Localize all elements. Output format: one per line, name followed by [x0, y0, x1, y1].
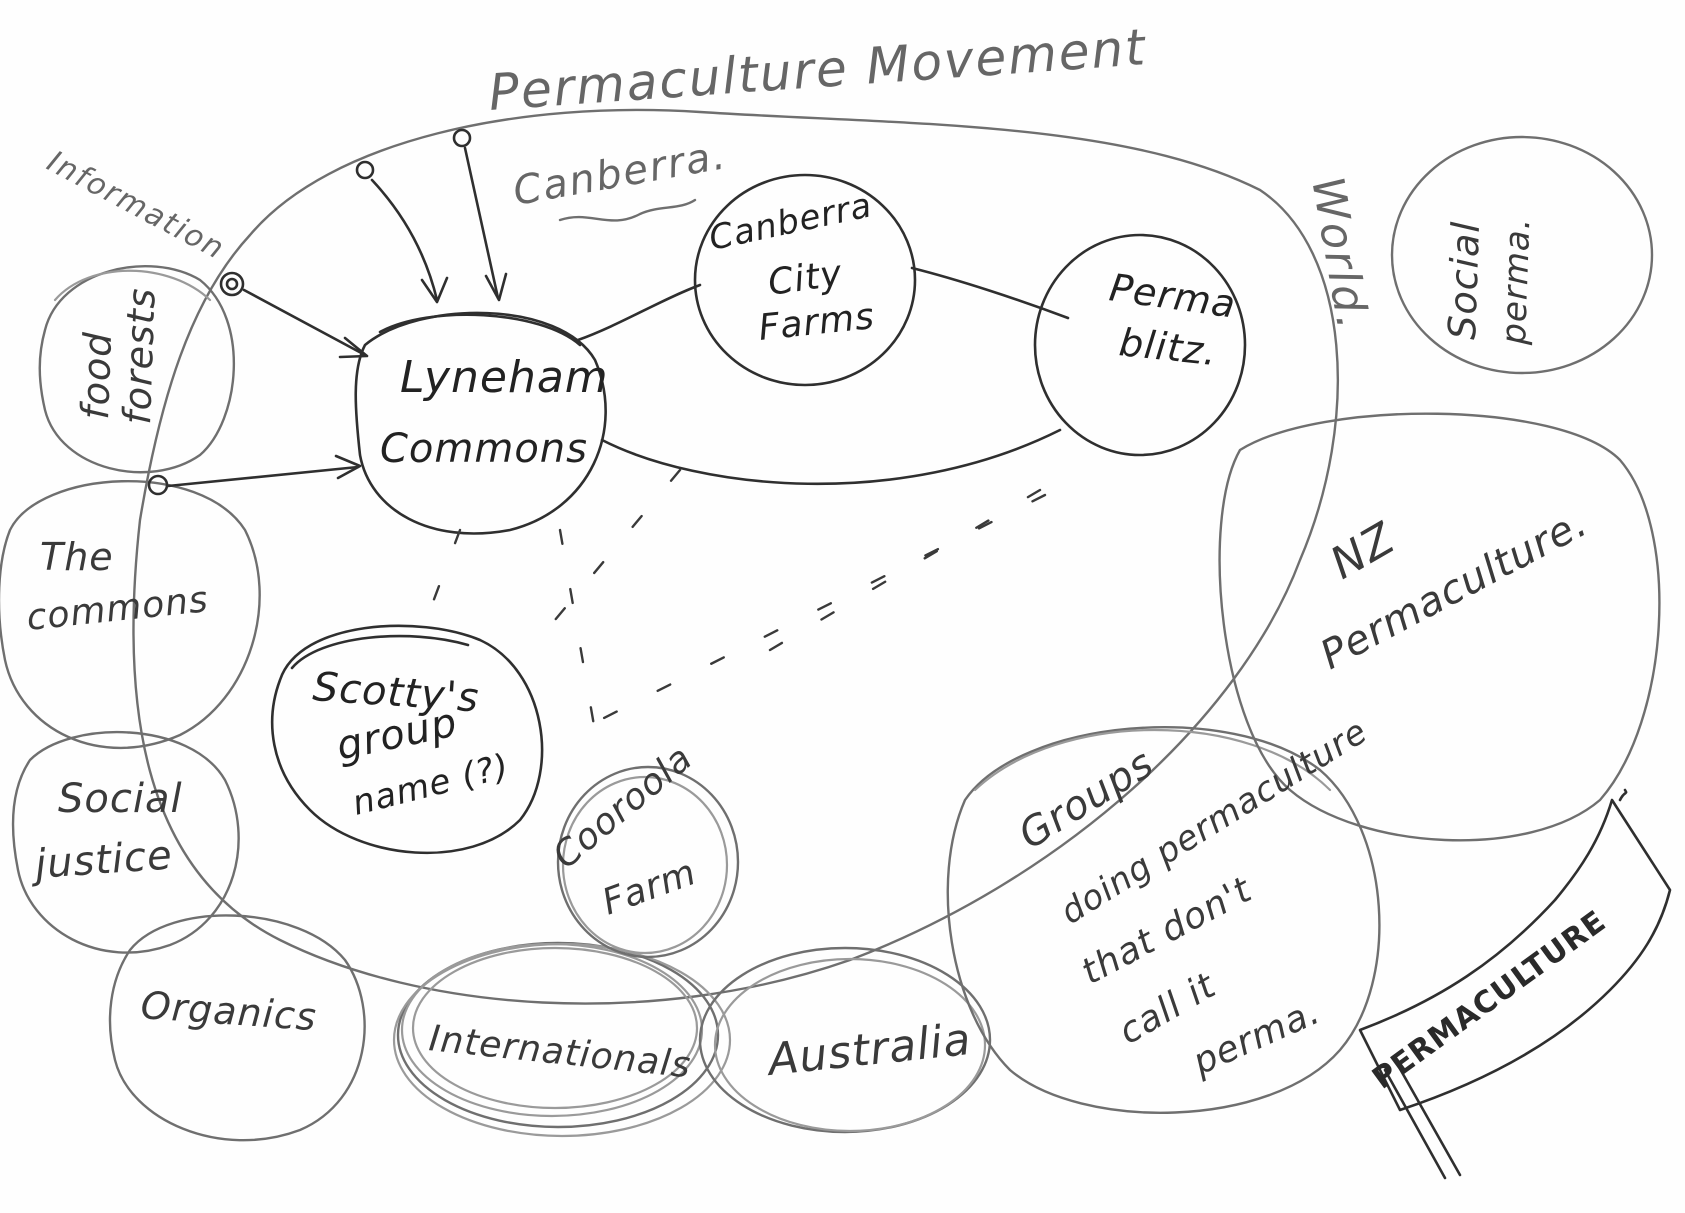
scotty-group-circle — [270, 624, 544, 855]
banner-pole — [1393, 1058, 1462, 1177]
canberra-label: Canberra. — [510, 132, 731, 215]
canberra-underline — [558, 198, 697, 222]
social-justice-line-1: Social — [58, 776, 183, 822]
social-justice-line-2: justice — [29, 832, 175, 888]
lyneham-line-2: Commons — [380, 426, 588, 472]
australia-label: Australia — [763, 1014, 974, 1086]
social-perma-circle — [1390, 135, 1654, 375]
groups-circle — [946, 726, 1381, 1114]
info-node-3 — [452, 128, 472, 148]
permaculture-banner — [1358, 788, 1672, 1180]
labels: Permaculture Movement World. Canberra. I… — [25, 18, 1613, 1096]
nz-permaculture-circle — [1218, 412, 1661, 842]
dashed-center-lower — [598, 493, 1047, 722]
the-commons-line-1: The — [40, 535, 114, 579]
arrow-info-1 — [242, 288, 367, 357]
arrow-info-4 — [166, 465, 360, 488]
line-lyneham-to-city-farms — [576, 283, 702, 342]
line-city-farms-to-permablitz — [910, 266, 1070, 320]
the-commons-line-2: commons — [25, 579, 211, 639]
the-commons-circle — [0, 480, 261, 750]
organics-circle — [108, 914, 366, 1142]
groups-line-1: Groups — [1011, 740, 1162, 858]
food-forests-line-2: forests — [115, 287, 164, 426]
arrow-info-2 — [370, 178, 439, 302]
food-forests-circle — [38, 265, 236, 474]
information-label: Information — [41, 144, 231, 267]
cooroola-farm-circle — [556, 765, 740, 959]
lyneham-line-1: Lyneham — [400, 352, 609, 403]
connections — [428, 266, 1070, 762]
arrow-info-3 — [463, 146, 500, 300]
permaculture-movement-oval — [132, 108, 1339, 1005]
social-perma-line-1: Social — [1440, 220, 1488, 340]
line-lyneham-to-permablitz — [600, 428, 1062, 486]
cooroola-line-2: Farm — [597, 852, 702, 924]
australia-circle — [698, 946, 992, 1134]
banner-cloth — [1358, 798, 1672, 1112]
perma-blitz-circle — [1033, 233, 1247, 457]
internationals-label: Internationals — [427, 1018, 693, 1086]
dashed-center-right — [768, 488, 1042, 652]
information-arrows — [147, 128, 508, 496]
nz-line-1: NZ — [1322, 513, 1404, 590]
info-node-4 — [147, 474, 169, 496]
city-farms-line-1: Canberra — [706, 185, 876, 259]
dashed-lyneham-to-scotty — [428, 528, 462, 612]
dashed-lyneham-to-cooroola — [558, 528, 602, 762]
info-node-2 — [355, 160, 375, 180]
food-forests-line-1: food — [73, 331, 120, 420]
social-perma-line-2: perma. — [1494, 217, 1538, 347]
permablitz-line-2: blitz. — [1117, 320, 1219, 374]
canberra-city-farms-circle — [693, 173, 917, 387]
info-node-1 — [219, 271, 245, 297]
social-justice-circle — [11, 730, 240, 954]
city-farms-line-3: Farms — [757, 296, 877, 349]
arrowhead-info-2 — [420, 276, 449, 304]
arrowhead-info-3 — [484, 272, 508, 302]
lyneham-commons-circle — [354, 311, 607, 535]
organics-label: Organics — [139, 983, 318, 1039]
arrowhead-info-1 — [338, 336, 369, 359]
city-farms-line-2: City — [766, 253, 846, 304]
arrowhead-info-4 — [334, 454, 362, 480]
banner-text: PERMACULTURE — [1366, 904, 1613, 1097]
movement-title: Permaculture Movement — [487, 18, 1149, 122]
